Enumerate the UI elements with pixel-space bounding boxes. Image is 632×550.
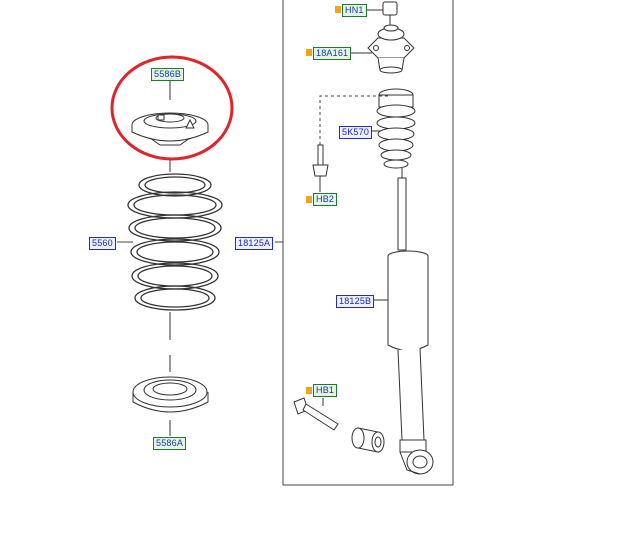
spring-seat-upper-icon[interactable] [131, 80, 209, 146]
bolt-connector [319, 95, 390, 145]
nut-icon[interactable] [365, 1, 398, 25]
shock-absorber-icon[interactable] [370, 168, 434, 475]
callout-18a161[interactable]: 18A161 [313, 47, 352, 60]
18a161-marker [306, 49, 312, 56]
hb2-marker [306, 196, 312, 203]
callout-5560[interactable]: 5560 [89, 237, 116, 250]
strut-mount-icon[interactable] [350, 24, 415, 74]
bolt-icon[interactable] [293, 397, 339, 431]
callout-hb2[interactable]: HB2 [313, 193, 338, 206]
callout-18125a[interactable]: 18125A [235, 237, 274, 250]
hn1-marker [335, 6, 341, 13]
callout-18125b[interactable]: 18125B [336, 295, 375, 308]
callout-5586b[interactable]: 5586B [151, 68, 185, 81]
bolt-icon[interactable] [312, 144, 329, 192]
bushing-icon[interactable] [351, 427, 385, 453]
callout-hb1[interactable]: HB1 [313, 384, 338, 397]
coil-spring-icon[interactable] [127, 160, 223, 340]
highlight-circle [110, 55, 234, 161]
shock-assembly-frame [275, 0, 454, 486]
callout-5586a[interactable]: 5586A [153, 437, 187, 450]
spring-seat-lower-icon[interactable] [132, 355, 209, 436]
bump-stop-icon[interactable] [368, 88, 416, 169]
hb1-marker [306, 387, 312, 394]
callout-hn1[interactable]: HN1 [342, 4, 367, 17]
callout-5k570[interactable]: 5K570 [339, 126, 373, 139]
